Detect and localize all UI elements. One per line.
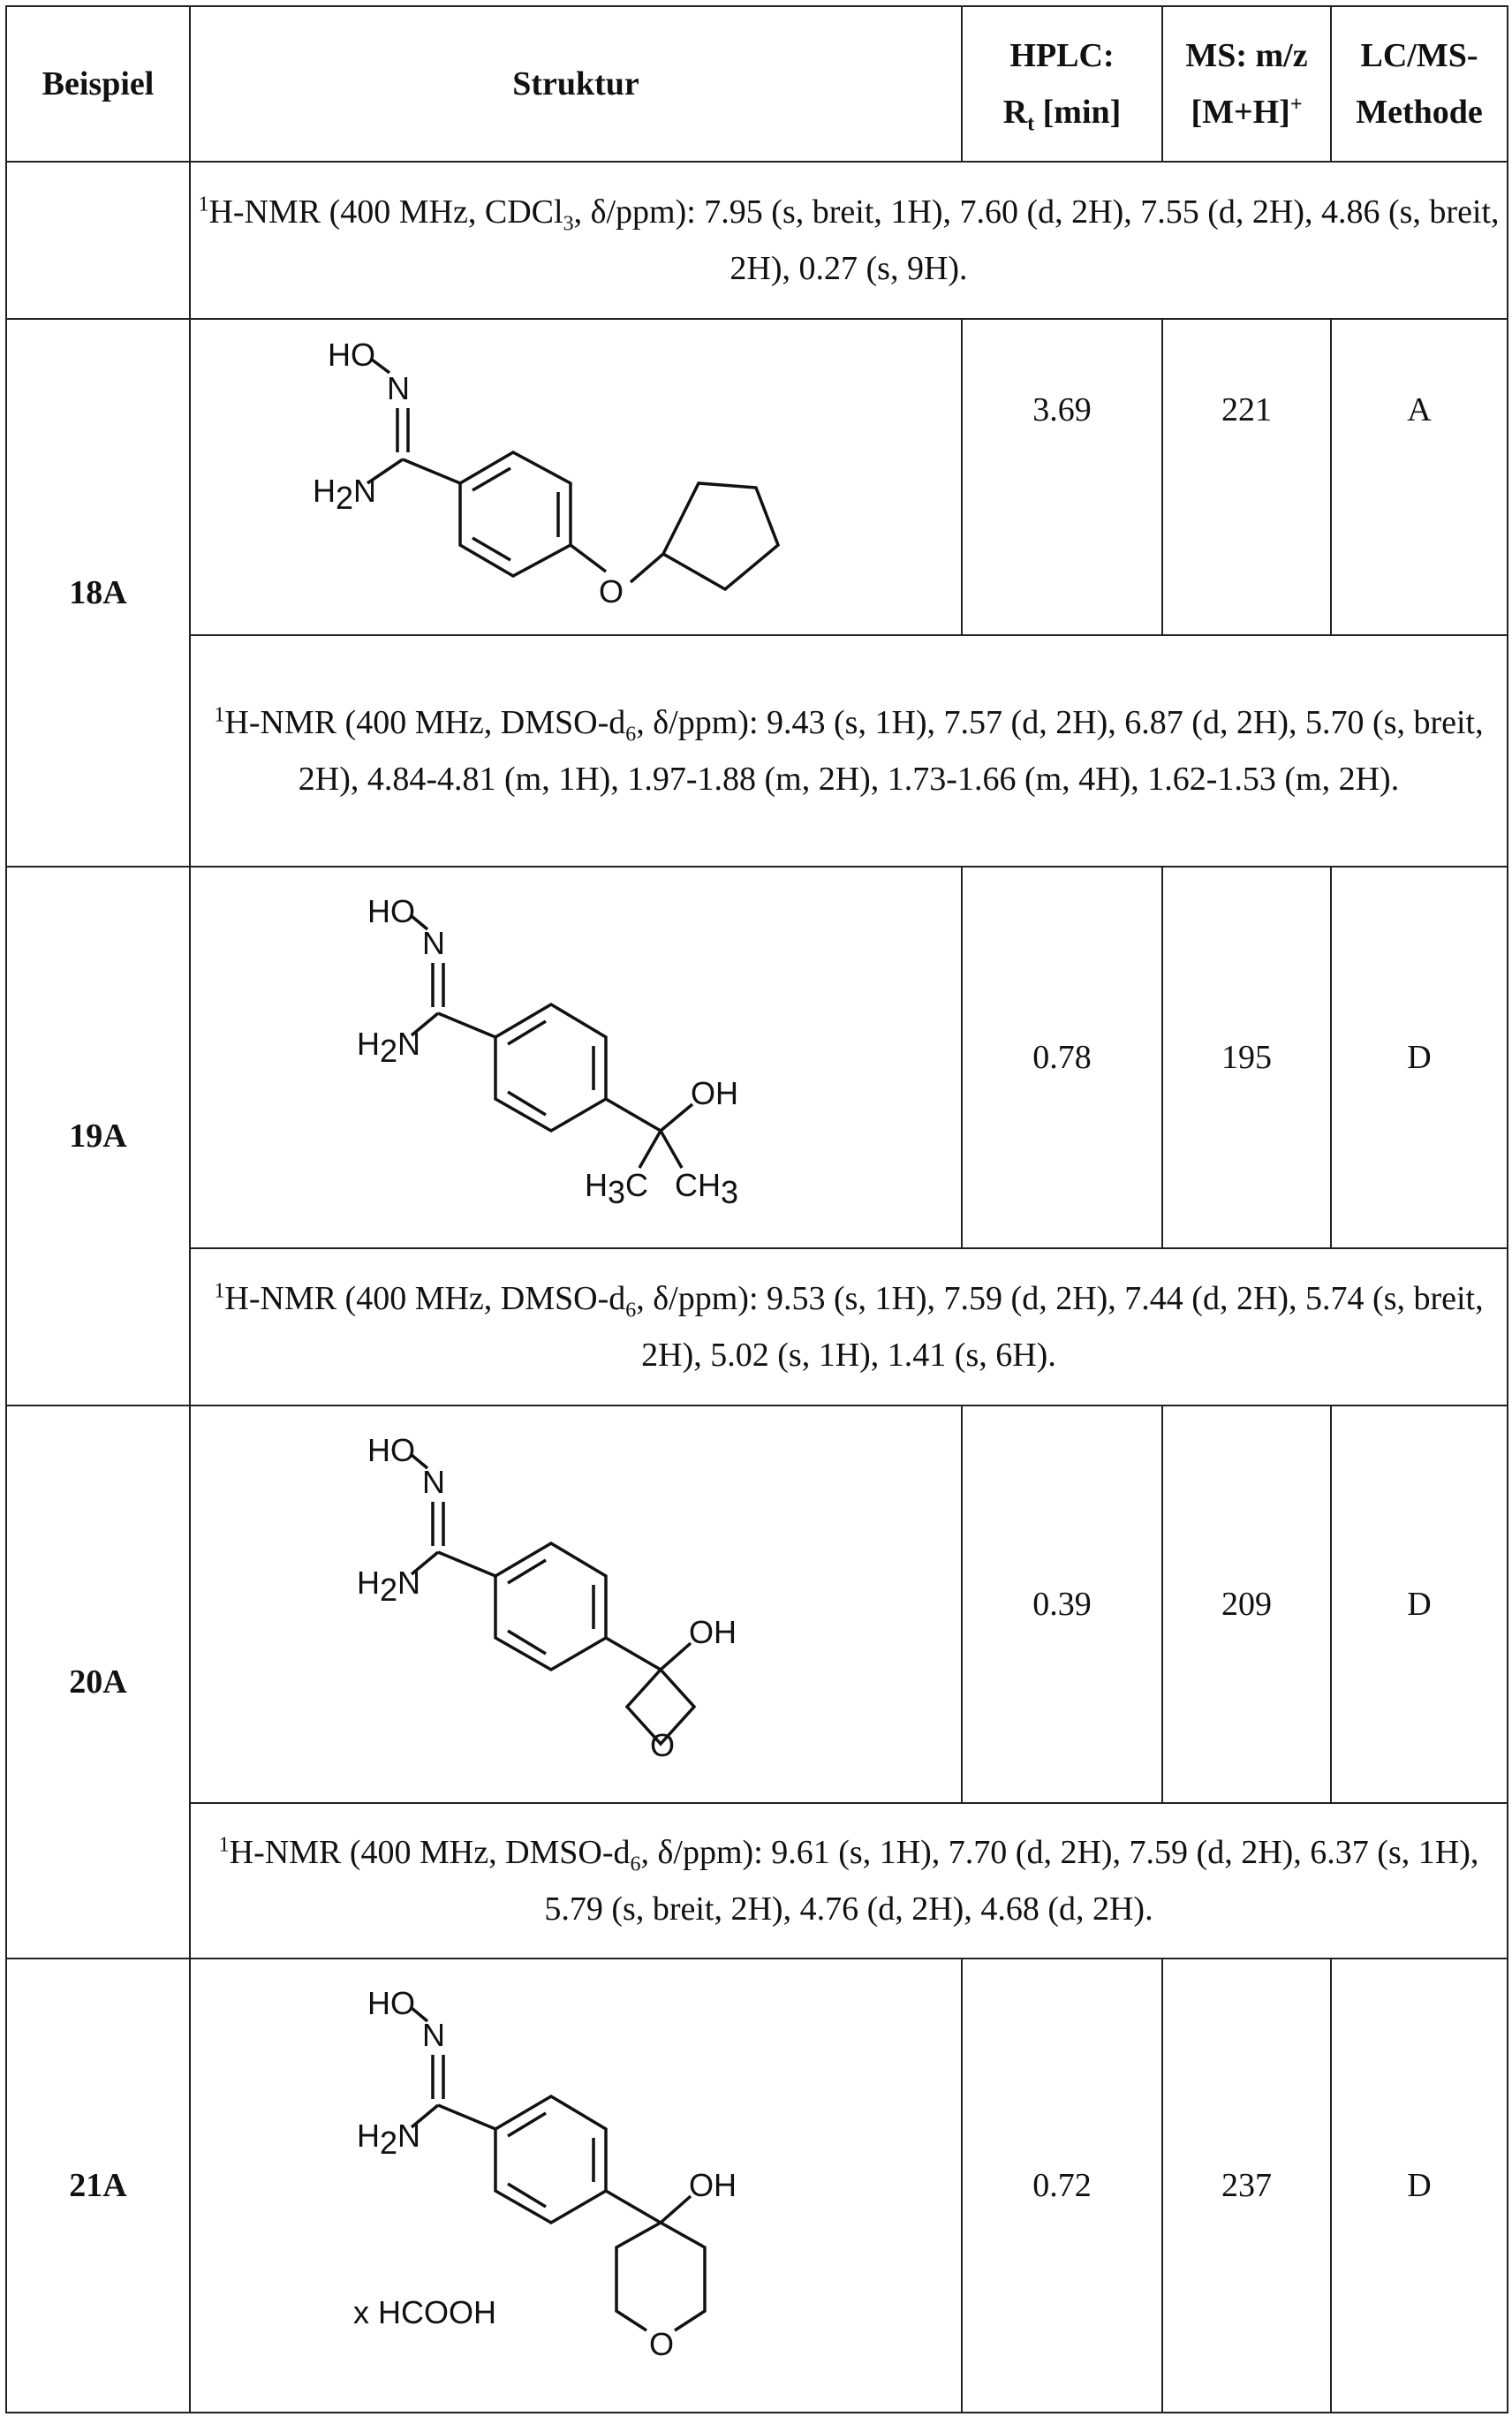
svg-text:H2N: H2N bbox=[357, 1026, 420, 1069]
svg-text:CH3: CH3 bbox=[675, 1167, 738, 1210]
table-row: 19A HO N H2N OH H3C CH3 bbox=[6, 867, 1508, 1248]
lcms-method: D bbox=[1331, 867, 1508, 1248]
nmr-text: 1H-NMR (400 MHz, CDCl3, δ/ppm): 7.95 (s,… bbox=[190, 162, 1508, 319]
hplc-rt: 0.78 bbox=[962, 867, 1162, 1248]
ms-mz: 209 bbox=[1162, 1405, 1331, 1803]
svg-text:H2N: H2N bbox=[313, 473, 376, 516]
example-id: 19A bbox=[6, 867, 190, 1405]
nmr-row: 1H-NMR (400 MHz, DMSO-d6, δ/ppm): 9.53 (… bbox=[6, 1248, 1508, 1405]
ms-mz: 221 bbox=[1162, 319, 1331, 635]
svg-text:HO: HO bbox=[328, 337, 375, 373]
hplc-rt: 0.39 bbox=[962, 1405, 1162, 1803]
svg-text:N: N bbox=[387, 370, 410, 406]
ms-mz: 237 bbox=[1162, 1959, 1331, 2413]
example-id: 20A bbox=[6, 1405, 190, 1959]
table-row: 20A HO N H2N OH O 0.39 bbox=[6, 1405, 1508, 1803]
svg-text:O: O bbox=[650, 1727, 675, 1763]
lcms-method: D bbox=[1331, 1959, 1508, 2413]
svg-text:N: N bbox=[422, 2017, 445, 2053]
nmr-row: 1H-NMR (400 MHz, DMSO-d6, δ/ppm): 9.43 (… bbox=[6, 635, 1508, 867]
svg-text:OH: OH bbox=[691, 1075, 738, 1111]
structure-drawing-19a: HO N H2N OH H3C CH3 bbox=[191, 868, 963, 1247]
structure-drawing-18a: HO N H2N O bbox=[191, 320, 963, 634]
table-row: 21A HO N H2N OH O x HCO bbox=[6, 1959, 1508, 2413]
structure-drawing-20a: HO N H2N OH O bbox=[191, 1406, 963, 1802]
header-structure: Struktur bbox=[190, 6, 962, 162]
svg-text:HO: HO bbox=[367, 1432, 415, 1468]
example-id: 18A bbox=[6, 319, 190, 867]
hplc-rt: 3.69 bbox=[962, 319, 1162, 635]
svg-text:N: N bbox=[422, 1464, 445, 1500]
lcms-method: A bbox=[1331, 319, 1508, 635]
header-example: Beispiel bbox=[6, 6, 190, 162]
nmr-row: 1H-NMR (400 MHz, DMSO-d6, δ/ppm): 9.61 (… bbox=[6, 1803, 1508, 1959]
structure-cell: HO N H2N OH O bbox=[190, 1405, 962, 1803]
svg-text:OH: OH bbox=[689, 1614, 737, 1650]
svg-text:HO: HO bbox=[367, 1985, 415, 2021]
svg-text:OH: OH bbox=[689, 2167, 737, 2203]
carryover-example-cell bbox=[6, 162, 190, 319]
lcms-method: D bbox=[1331, 1405, 1508, 1803]
header-ms: MS: m/z [M+H]+ bbox=[1162, 6, 1331, 162]
carryover-nmr-row: 1H-NMR (400 MHz, CDCl3, δ/ppm): 7.95 (s,… bbox=[6, 162, 1508, 319]
structure-drawing-21a: HO N H2N OH O x HCOOH bbox=[191, 1959, 963, 2412]
hplc-rt: 0.72 bbox=[962, 1959, 1162, 2413]
nmr-text: 1H-NMR (400 MHz, DMSO-d6, δ/ppm): 9.43 (… bbox=[190, 635, 1508, 867]
header-lcms-method: LC/MS- Methode bbox=[1331, 6, 1508, 162]
svg-text:H2N: H2N bbox=[357, 2118, 420, 2161]
nmr-text: 1H-NMR (400 MHz, DMSO-d6, δ/ppm): 9.53 (… bbox=[190, 1248, 1508, 1405]
example-id: 21A bbox=[6, 1959, 190, 2413]
svg-text:N: N bbox=[422, 925, 445, 961]
structure-cell: HO N H2N OH O x HCOOH bbox=[190, 1959, 962, 2413]
svg-text:H3C: H3C bbox=[585, 1167, 648, 1210]
svg-text:O: O bbox=[599, 573, 624, 610]
structure-cell: HO N H2N OH H3C CH3 bbox=[190, 867, 962, 1248]
svg-text:H2N: H2N bbox=[357, 1565, 420, 1608]
svg-text:HO: HO bbox=[367, 893, 415, 929]
compound-table: Beispiel Struktur HPLC: Rt [min] MS: m/z… bbox=[5, 5, 1508, 2413]
ms-mz: 195 bbox=[1162, 867, 1331, 1248]
structure-cell: HO N H2N O bbox=[190, 319, 962, 635]
svg-text:x HCOOH: x HCOOH bbox=[353, 2294, 496, 2330]
table-row: 18A HO N H2N O 3.69 221 bbox=[6, 319, 1508, 635]
svg-text:O: O bbox=[649, 2326, 674, 2362]
nmr-text: 1H-NMR (400 MHz, DMSO-d6, δ/ppm): 9.61 (… bbox=[190, 1803, 1508, 1959]
header-row: Beispiel Struktur HPLC: Rt [min] MS: m/z… bbox=[6, 6, 1508, 162]
header-hplc: HPLC: Rt [min] bbox=[962, 6, 1162, 162]
